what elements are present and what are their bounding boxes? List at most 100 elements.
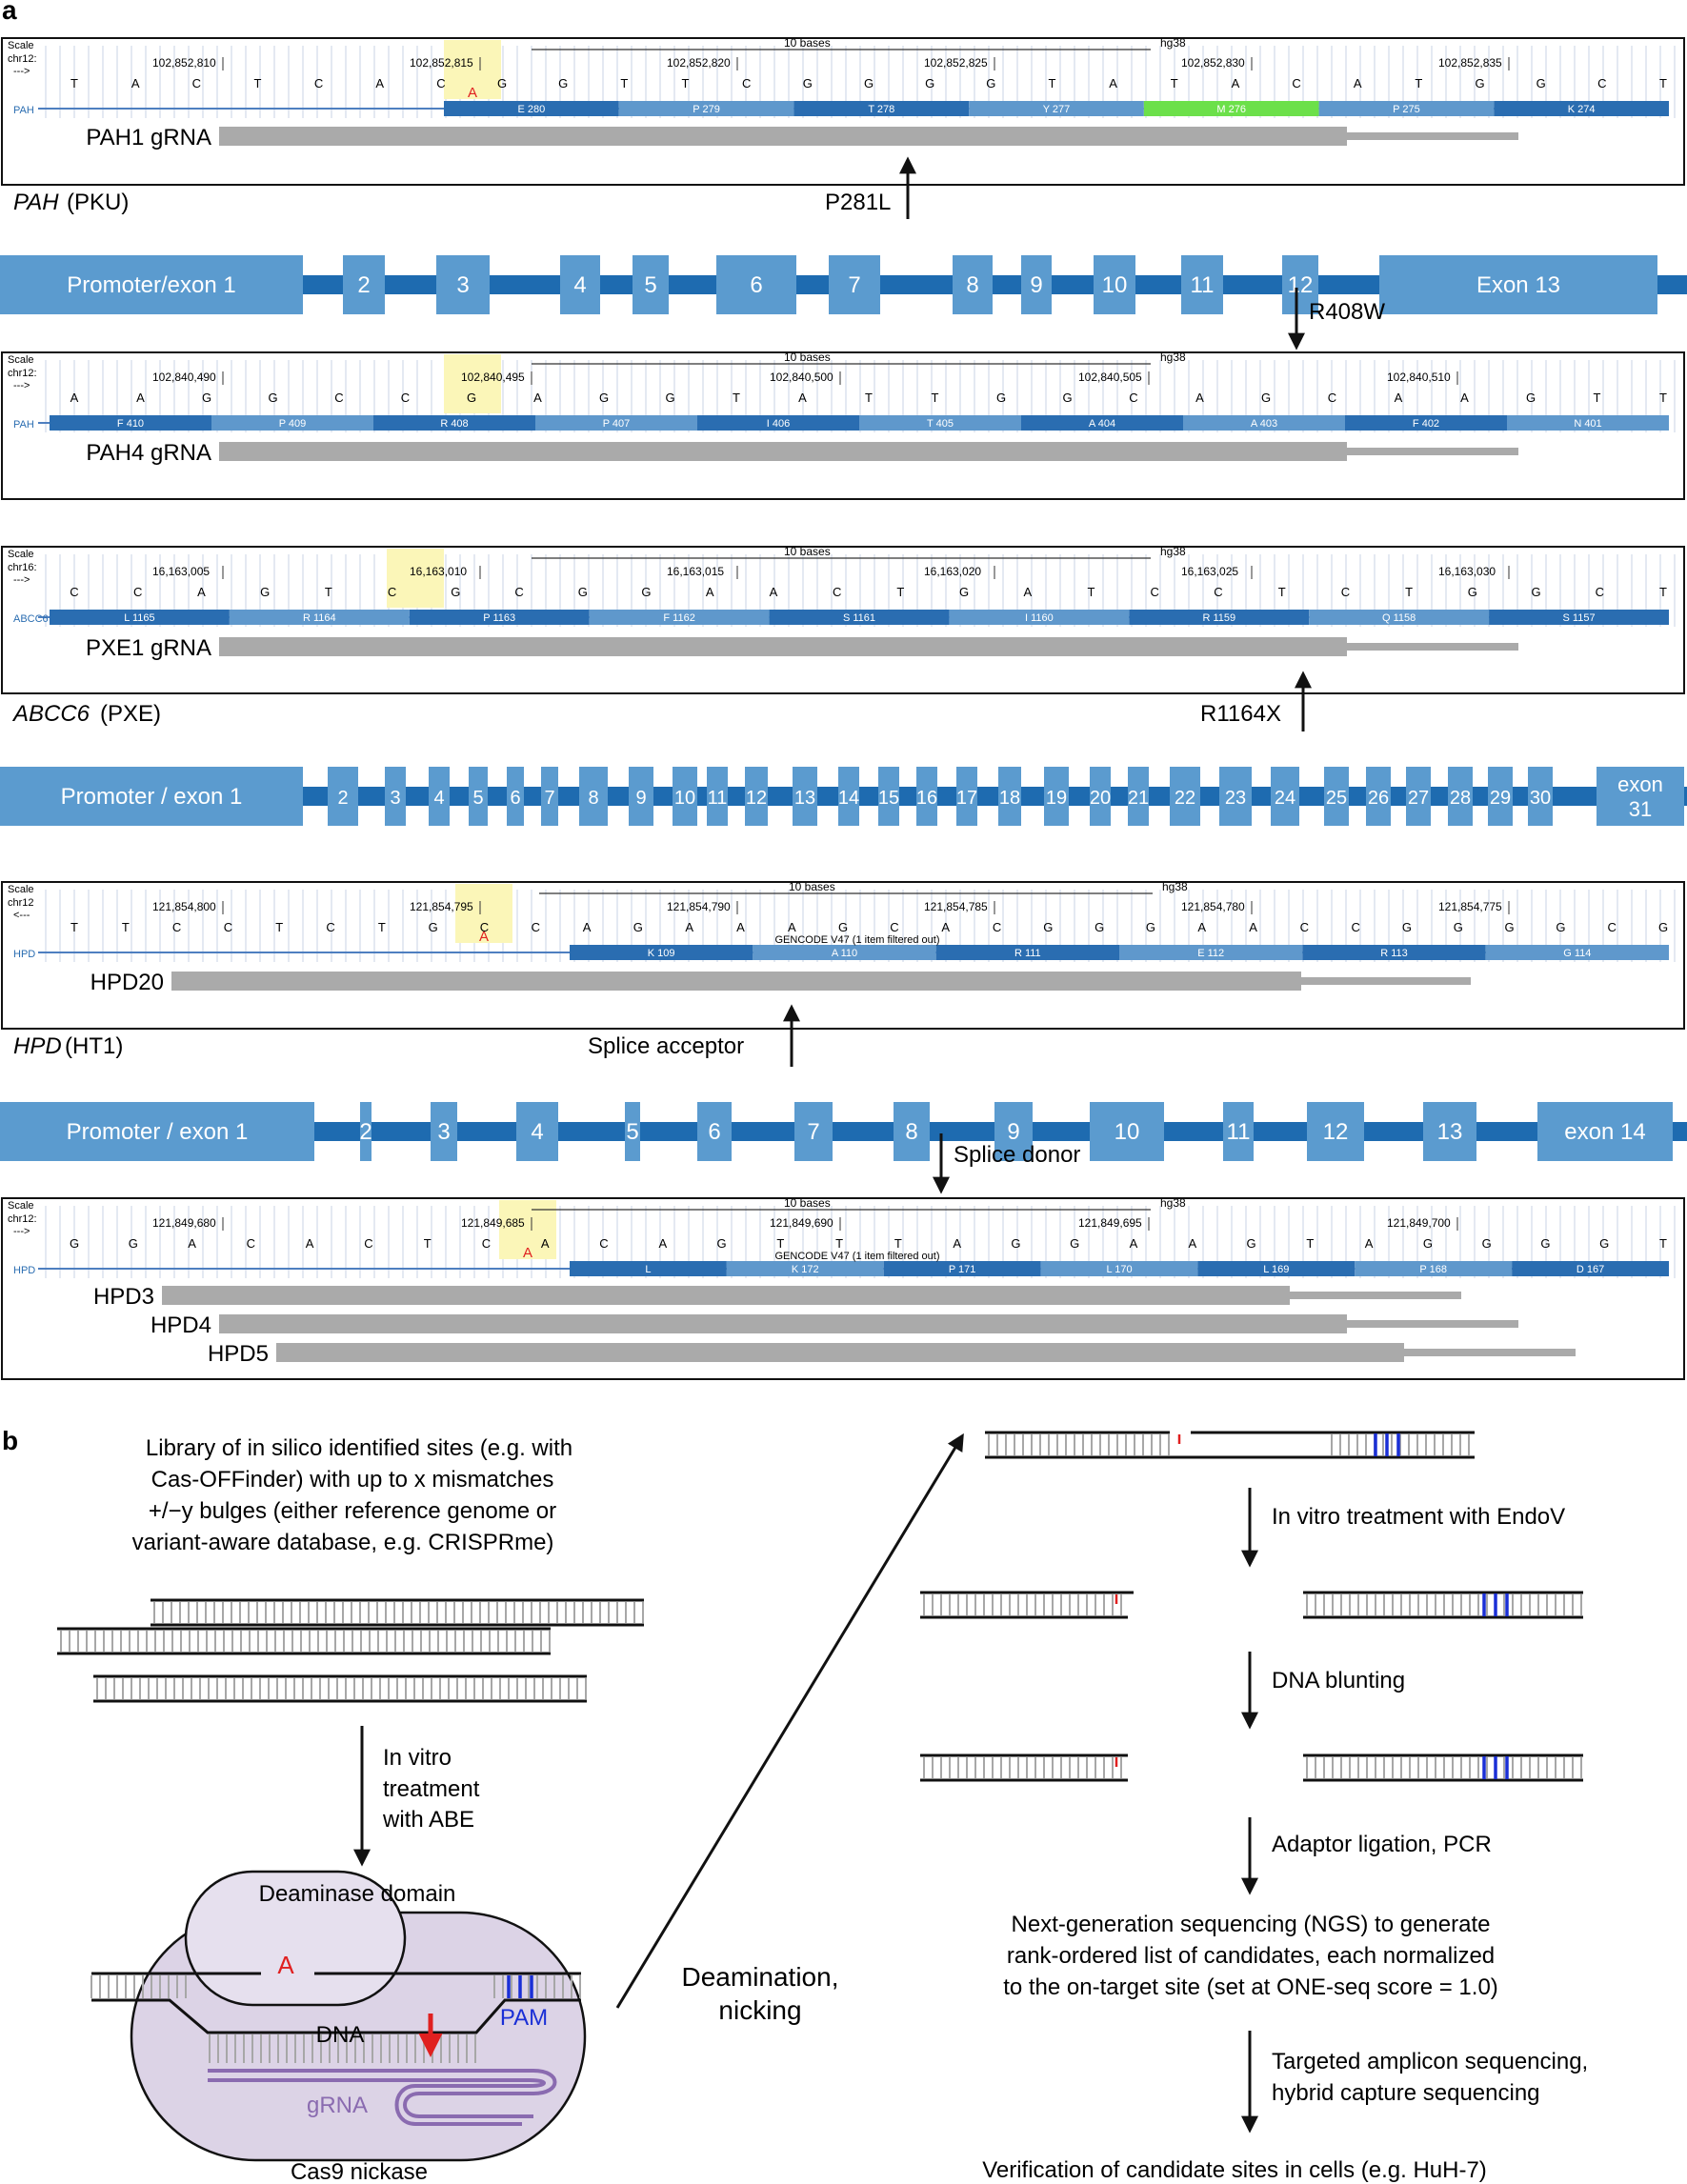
codon-block bbox=[211, 415, 373, 431]
exon-block bbox=[673, 767, 697, 826]
exon-block bbox=[697, 1102, 732, 1161]
coordinate-label: 121,854,785 bbox=[924, 900, 988, 913]
codon-block bbox=[229, 610, 410, 625]
codon-block bbox=[769, 610, 950, 625]
codon-block bbox=[1021, 415, 1183, 431]
edit-base-letter: A bbox=[523, 1245, 532, 1261]
exon-label: Promoter / exon 1 bbox=[61, 784, 243, 810]
base-letter: G bbox=[986, 76, 995, 90]
codon-label: Y 277 bbox=[1043, 104, 1071, 115]
base-letter: T bbox=[325, 585, 332, 599]
exon-label: 12 bbox=[1323, 1119, 1349, 1145]
step-blunting: DNA blunting bbox=[1241, 1652, 1405, 1730]
codon-block bbox=[409, 610, 590, 625]
base-letter: G bbox=[925, 76, 934, 90]
abe-step-line: In vitro bbox=[383, 1745, 452, 1771]
ngs-line: rank-ordered list of candidates, each no… bbox=[1007, 1943, 1495, 1969]
exon-label: 3 bbox=[456, 272, 469, 298]
grna-pam-bar bbox=[1347, 1320, 1518, 1328]
exon-label: 6 bbox=[708, 1119, 720, 1145]
codon-label: Q 1158 bbox=[1382, 612, 1416, 624]
strand-arrow-label: ---> bbox=[13, 66, 30, 77]
variant-label: P281L bbox=[825, 190, 891, 215]
strand-arrow-label: <--- bbox=[13, 910, 30, 921]
base-letter: T bbox=[1048, 76, 1055, 90]
exon-label: 21 bbox=[1128, 788, 1149, 809]
coordinate-label: 16,163,025 bbox=[1181, 565, 1238, 578]
step-amplicon: Targeted amplicon sequencing, hybrid cap… bbox=[1241, 2031, 1588, 2134]
base-letter: C bbox=[436, 76, 445, 90]
base-letter: G bbox=[129, 1236, 138, 1251]
exon-label: 11 bbox=[1227, 1119, 1251, 1145]
base-letter: C bbox=[70, 585, 78, 599]
exon-block bbox=[328, 767, 358, 826]
scale-bar-label: 10 bases bbox=[784, 545, 831, 558]
deamination-label: Deamination, nicking bbox=[682, 1962, 839, 2025]
codon-block bbox=[1489, 610, 1669, 625]
scale-label: Scale bbox=[8, 1200, 34, 1212]
base-letter: T bbox=[275, 920, 283, 934]
exon-block bbox=[633, 255, 669, 314]
verification-label: Verification of candidate sites in cells… bbox=[982, 2157, 1487, 2183]
grna-pam-bar bbox=[1290, 1292, 1461, 1299]
dna-label: DNA bbox=[316, 2022, 365, 2048]
codon-label: L 1165 bbox=[124, 612, 154, 624]
codon-label: A 404 bbox=[1089, 418, 1115, 430]
grna-protospacer-bar bbox=[219, 127, 1347, 146]
edited-base-a: A bbox=[277, 1951, 294, 1979]
base-letter: G bbox=[467, 391, 476, 405]
codon-block bbox=[50, 415, 211, 431]
cas9-complex: Deaminase domain A DNA PAM gRNA Cas9 nic… bbox=[90, 1870, 587, 2184]
base-letter: T bbox=[1171, 76, 1178, 90]
exon-label: 10 bbox=[1102, 272, 1128, 298]
grna-protospacer-bar bbox=[162, 1286, 1290, 1305]
base-letter: G bbox=[599, 391, 609, 405]
abe-step-label: In vitro treatment with ABE bbox=[382, 1745, 480, 1833]
base-letter: A bbox=[1395, 391, 1403, 405]
base-letter: G bbox=[70, 1236, 79, 1251]
base-letter: A bbox=[1023, 585, 1032, 599]
base-letter: G bbox=[578, 585, 588, 599]
base-letter: T bbox=[865, 391, 873, 405]
base-letter: G bbox=[838, 920, 848, 934]
exon-block bbox=[541, 767, 558, 826]
coordinate-label: 102,852,830 bbox=[1181, 56, 1245, 70]
coordinate-label: 121,849,680 bbox=[152, 1216, 216, 1230]
base-letter: C bbox=[1151, 585, 1159, 599]
base-letter: C bbox=[364, 1236, 372, 1251]
exon-block bbox=[1170, 767, 1200, 826]
codon-block bbox=[793, 101, 970, 116]
gene-track-label: HPD bbox=[13, 949, 35, 960]
base-letter: C bbox=[480, 920, 489, 934]
codon-label: P 1163 bbox=[483, 612, 515, 624]
exon-label: 2 bbox=[357, 272, 370, 298]
exon-label: 9 bbox=[635, 788, 646, 809]
variant-r1164x: R1164X bbox=[1200, 671, 1312, 731]
exon-block bbox=[625, 1102, 640, 1161]
coordinate-label: 121,854,790 bbox=[667, 900, 731, 913]
codon-block bbox=[50, 610, 230, 625]
base-letter: A bbox=[197, 585, 206, 599]
exon-block bbox=[629, 767, 653, 826]
base-letter: C bbox=[482, 1236, 491, 1251]
gene-title-pah: PAH (PKU) bbox=[13, 190, 129, 215]
exon-label: 8 bbox=[588, 788, 598, 809]
codon-block bbox=[1143, 101, 1319, 116]
codon-block bbox=[949, 610, 1130, 625]
gene-name: PAH bbox=[13, 190, 59, 215]
base-letter: G bbox=[1261, 391, 1271, 405]
codon-label: P 407 bbox=[603, 418, 631, 430]
grna-protospacer-bar bbox=[276, 1343, 1404, 1362]
codon-block bbox=[444, 101, 619, 116]
base-letter: C bbox=[833, 585, 841, 599]
exon-label: Exon 13 bbox=[1476, 272, 1560, 298]
base-letter: T bbox=[1659, 1236, 1667, 1251]
base-letter: G bbox=[1246, 1236, 1255, 1251]
gencode-label: GENCODE V47 (1 item filtered out) bbox=[774, 1251, 939, 1262]
coordinate-label: 102,852,810 bbox=[152, 56, 216, 70]
base-letter: T bbox=[1594, 391, 1601, 405]
codon-block bbox=[1345, 415, 1507, 431]
